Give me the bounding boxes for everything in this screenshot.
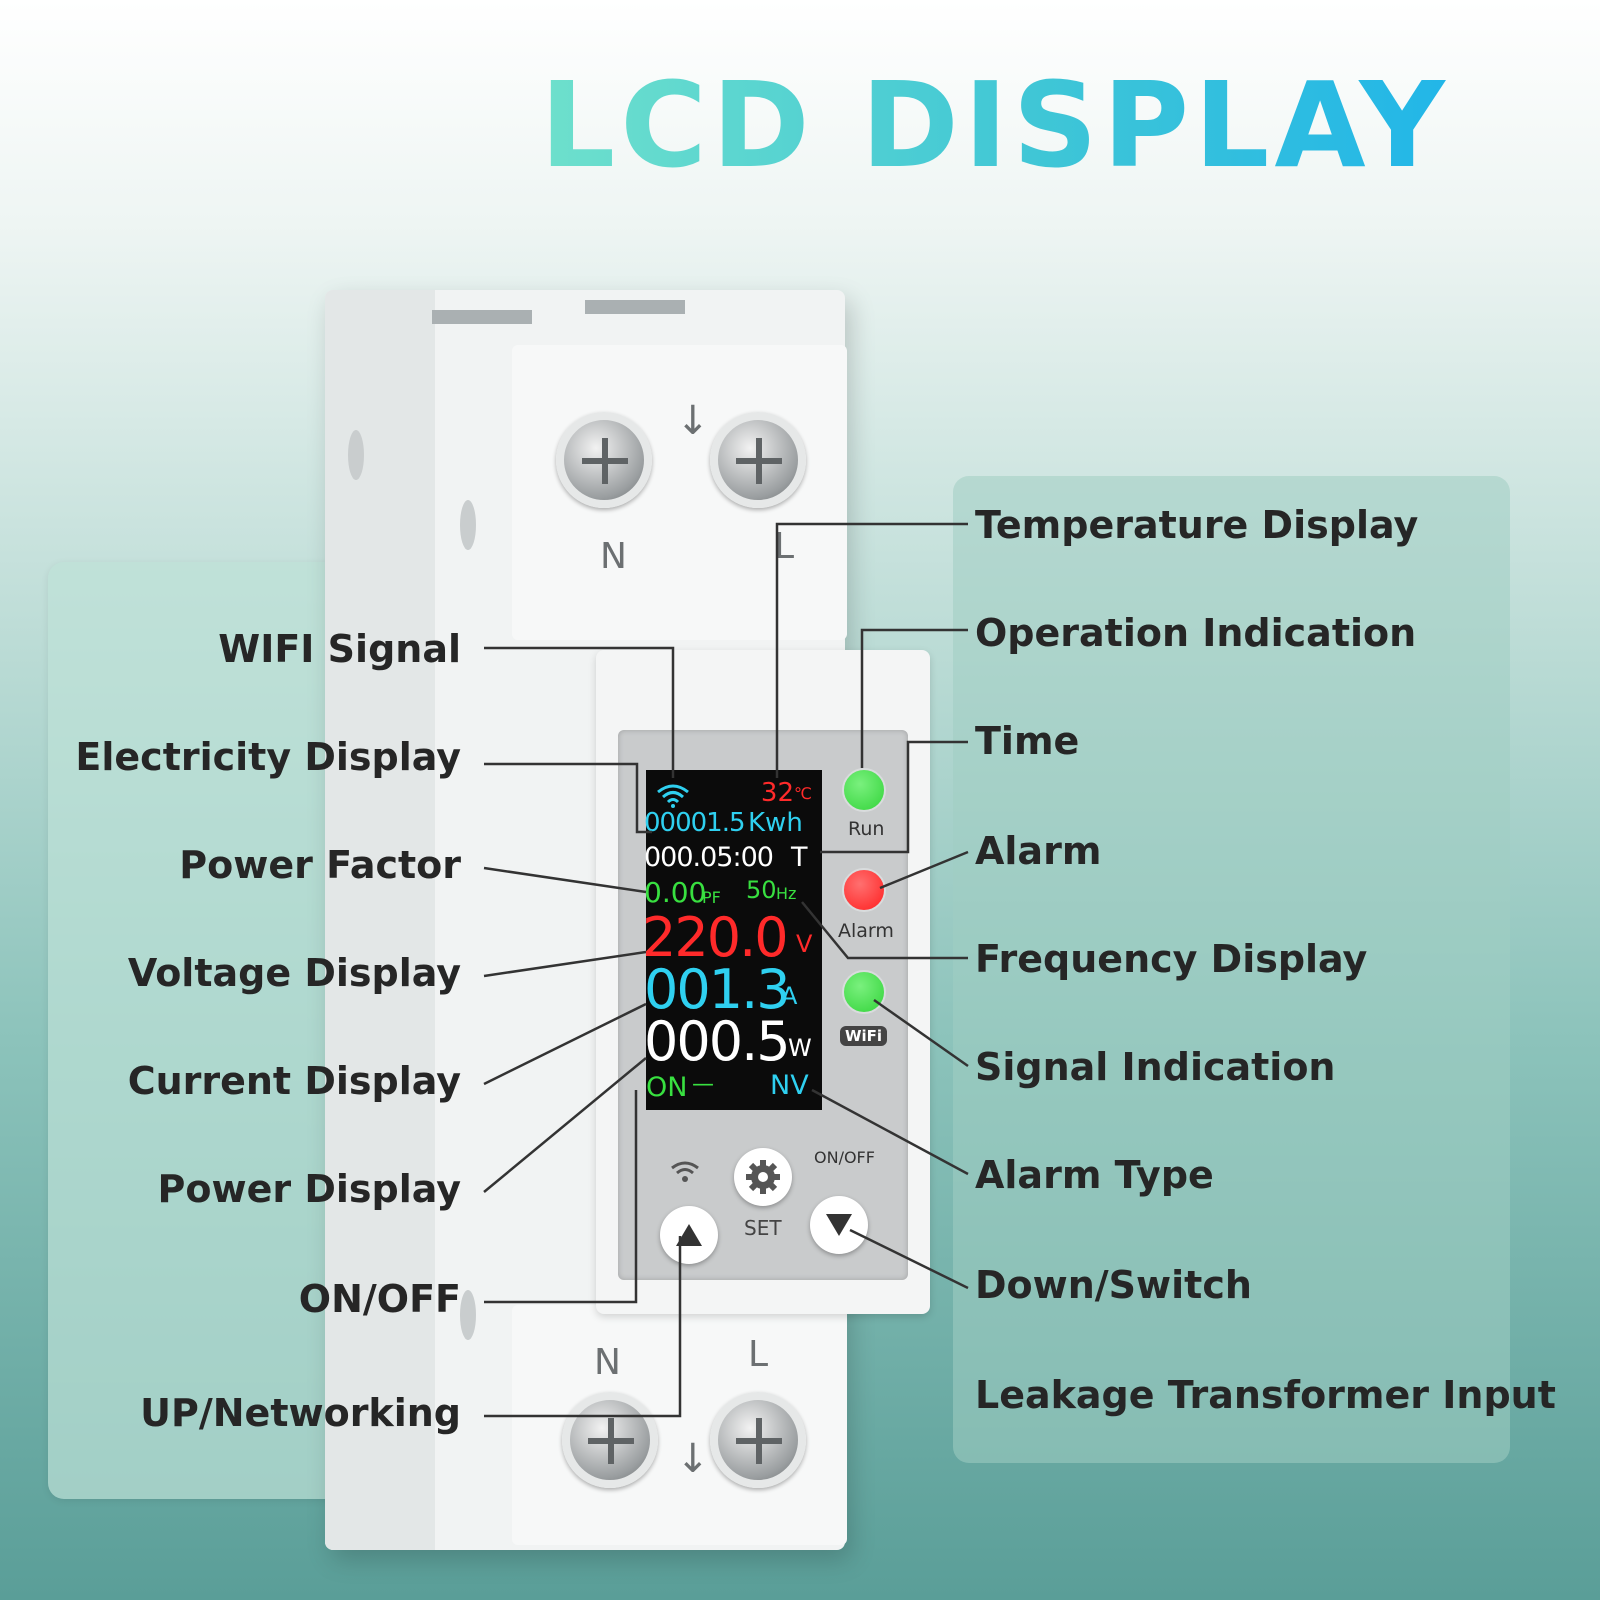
lcd-temperature-unit: ℃ [794,784,812,803]
mount-hole [348,430,364,480]
label-current-display: Current Display [127,1059,461,1103]
lcd-temperature: 32 [760,778,794,808]
label-voltage-display: Voltage Display [127,951,461,995]
lcd-frequency: 50 [746,876,777,904]
label-alarm-type: Alarm Type [975,1153,1214,1197]
lcd-energy-unit: Kwh [748,808,803,838]
lcd-energy: 00001.5 [644,808,746,838]
lcd-time-unit: T [791,842,808,873]
screw-bottom-l [710,1392,806,1488]
label-on-off: ON/OFF [298,1277,461,1321]
terminal-bottom-l: L [748,1334,769,1375]
label-down-switch: Down/Switch [975,1263,1252,1307]
lcd-frequency-unit: Hz [776,884,797,903]
lcd-power-unit: W [788,1034,812,1062]
label-wifi-signal: WIFI Signal [218,627,461,671]
label-power-display: Power Display [157,1167,461,1211]
set-button[interactable] [734,1148,792,1206]
up-button[interactable] [660,1206,718,1264]
alarm-led [842,868,886,912]
label-power-factor: Power Factor [179,843,461,887]
mount-hole [460,1290,476,1340]
down-button[interactable] [810,1196,868,1254]
lcd-time: 000.05:00 [644,842,774,873]
screw-top-l [710,412,806,508]
triangle-down-icon [826,1214,852,1236]
mount-hole [460,500,476,550]
lcd-power-factor: 0.00 [644,876,707,909]
run-led [842,768,886,812]
label-time: Time [975,719,1080,763]
label-signal-indication: Signal Indication [975,1045,1336,1089]
terminal-bottom-n: N [594,1342,621,1383]
label-operation-indication: Operation Indication [975,611,1417,655]
gear-icon [746,1160,780,1194]
lcd-status-dash: — [692,1072,714,1097]
run-label: Run [848,818,885,840]
on-text: ON [814,1148,839,1167]
screw-top-n [556,412,652,508]
right-label-panel [953,476,1510,1463]
lcd-current-unit: A [781,982,798,1010]
alarm-label: Alarm [838,920,894,942]
lcd-status: ON [646,1072,688,1103]
label-leakage-transformer-input: Leakage Transformer Input [975,1373,1556,1417]
lcd-alarm-type: NV [770,1070,809,1101]
arrow-down-icon: ↓ [676,1436,710,1482]
arrow-down-icon: ↓ [676,398,710,444]
top-slot-left [432,310,532,324]
lcd-voltage-unit: V [796,930,813,958]
label-electricity-display: Electricity Display [75,735,461,779]
screw-bottom-n [562,1392,658,1488]
page-title: LCD DISPLAY [540,56,1450,194]
lcd-power-factor-unit: PF [702,888,721,907]
label-up-networking: UP/Networking [140,1391,461,1435]
lcd-current: 001.3 [644,958,791,1021]
wifi-led [842,970,886,1014]
set-label: SET [744,1216,782,1240]
label-alarm: Alarm [975,829,1102,873]
label-frequency-display: Frequency Display [975,937,1368,981]
wifi-badge: WiFi [840,1026,888,1046]
terminal-top-n: N [600,536,627,577]
off-text: OFF [843,1148,875,1167]
lcd-power: 000.5 [644,1010,791,1073]
label-temperature-display: Temperature Display [975,503,1419,547]
top-slot-right [585,300,685,314]
wifi-icon [656,782,690,812]
triangle-up-icon [676,1224,702,1246]
onoff-label: ON/OFF [814,1148,875,1167]
device-side [325,290,435,1550]
wifi-icon [668,1158,702,1188]
terminal-top-l: L [774,526,795,567]
lcd-voltage: 220.0 [642,906,789,969]
lcd-screen: 32 ℃ 00001.5 Kwh 000.05:00 T 0.00 PF 50 … [642,770,822,1110]
